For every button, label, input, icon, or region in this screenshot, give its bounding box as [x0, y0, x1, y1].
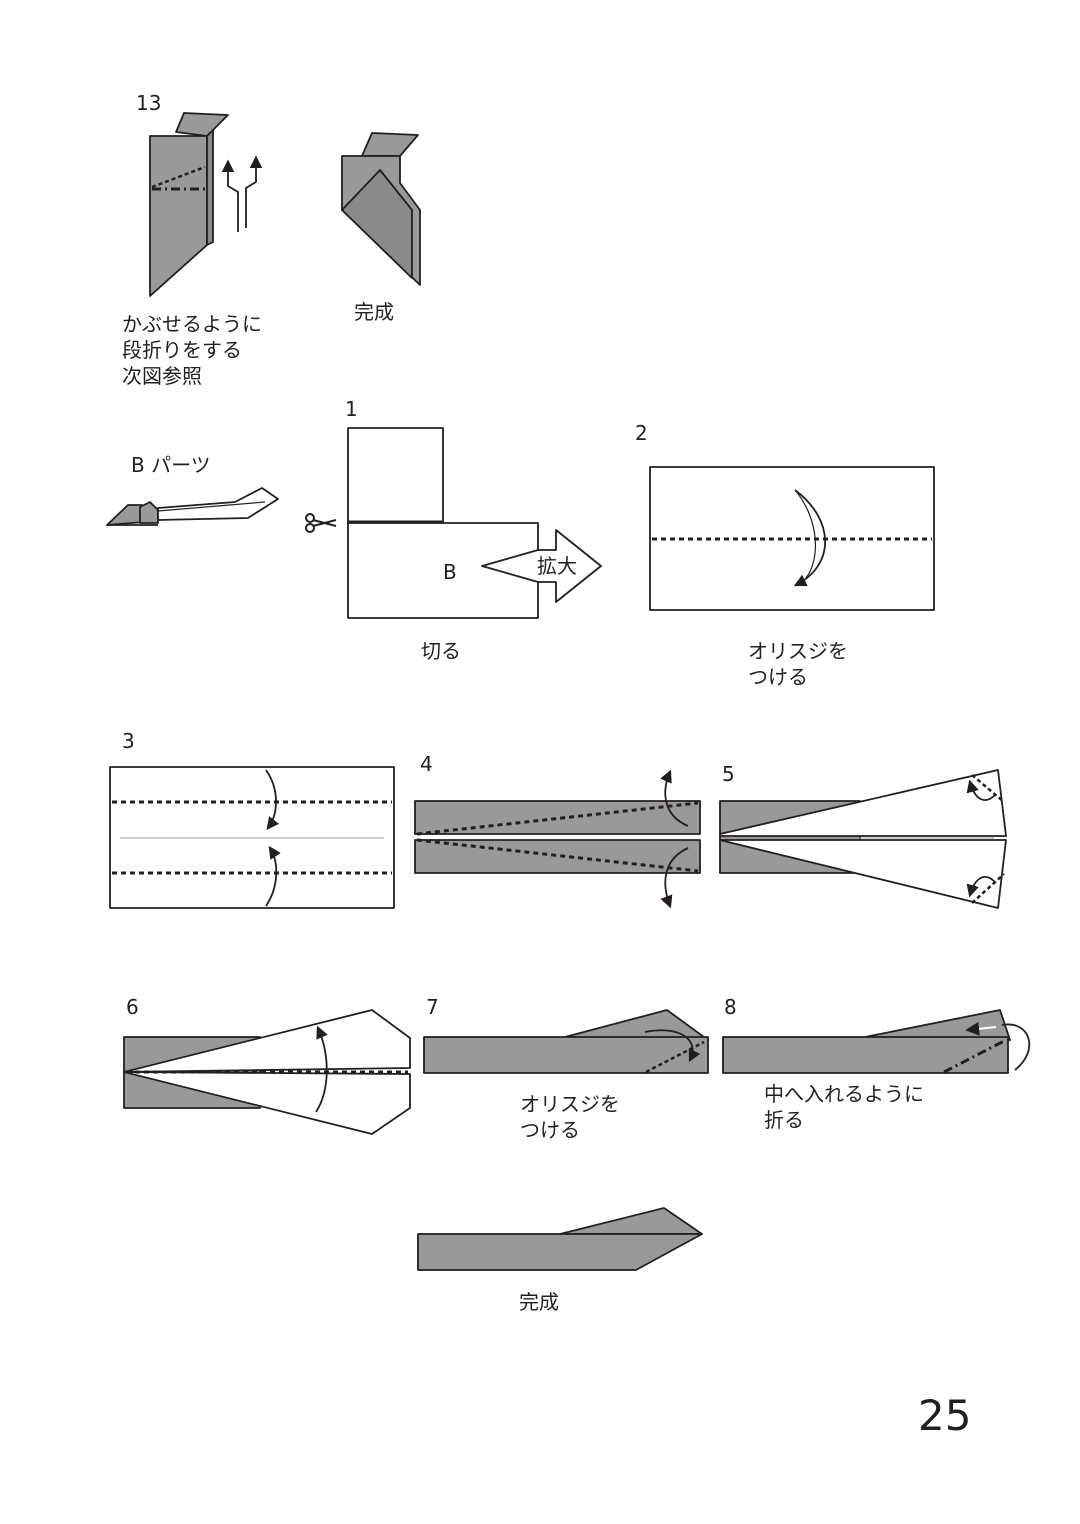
step-1-number: 1: [345, 397, 358, 421]
page-number: 25: [918, 1391, 971, 1440]
step-13-result-figure: 完成: [341, 132, 421, 324]
step-8-caption-line-2: 折る: [764, 1108, 804, 1132]
step-13-number: 13: [136, 91, 161, 115]
b-part-figure: B パーツ: [106, 453, 279, 526]
step-5-number: 5: [722, 762, 735, 786]
step-8-number: 8: [724, 995, 737, 1019]
step-13-figure: 13 かぶせるように 段折りをする 次図参照: [122, 91, 263, 388]
step-8-caption-line-1: 中へ入れるように: [764, 1082, 924, 1106]
step-13-caption-line-2: 段折りをする: [122, 338, 242, 362]
scissors-icon: [305, 513, 337, 533]
b-part-title: B パーツ: [131, 453, 211, 477]
step-7-figure: 7 オリスジを つける: [423, 995, 709, 1142]
final-figure: 完成: [417, 1207, 703, 1314]
final-caption: 完成: [519, 1290, 559, 1314]
step-13-caption-line-1: かぶせるように: [122, 312, 262, 336]
step-8-figure: 8 中へ入れるように 折る: [722, 995, 1031, 1132]
step-5-figure: 5: [719, 762, 1007, 909]
step-6-number: 6: [126, 995, 139, 1019]
step-1-caption: 切る: [421, 639, 461, 663]
step-3-number: 3: [122, 729, 135, 753]
step-1-b-label: B: [443, 560, 457, 584]
zoom-label: 拡大: [537, 554, 577, 578]
step-4-figure: 4: [414, 752, 701, 909]
zoom-arrow: 拡大: [481, 529, 602, 603]
step-3-figure: 3: [109, 729, 395, 909]
step-6-figure: 6: [123, 995, 411, 1135]
step-4-number: 4: [420, 752, 433, 776]
step-2-caption-line-2: つける: [748, 665, 808, 689]
result-caption: 完成: [354, 300, 394, 324]
step-7-caption-line-1: オリスジを: [520, 1092, 620, 1116]
step-13-caption-line-3: 次図参照: [122, 364, 202, 388]
step-2-figure: 2 オリスジを つける: [635, 421, 935, 689]
step-7-caption-line-2: つける: [520, 1118, 580, 1142]
step-1-figure: 1 B 拡大 切る: [305, 397, 602, 663]
step-2-caption-line-1: オリスジを: [748, 639, 848, 663]
step-7-number: 7: [426, 995, 439, 1019]
step-2-number: 2: [635, 421, 648, 445]
